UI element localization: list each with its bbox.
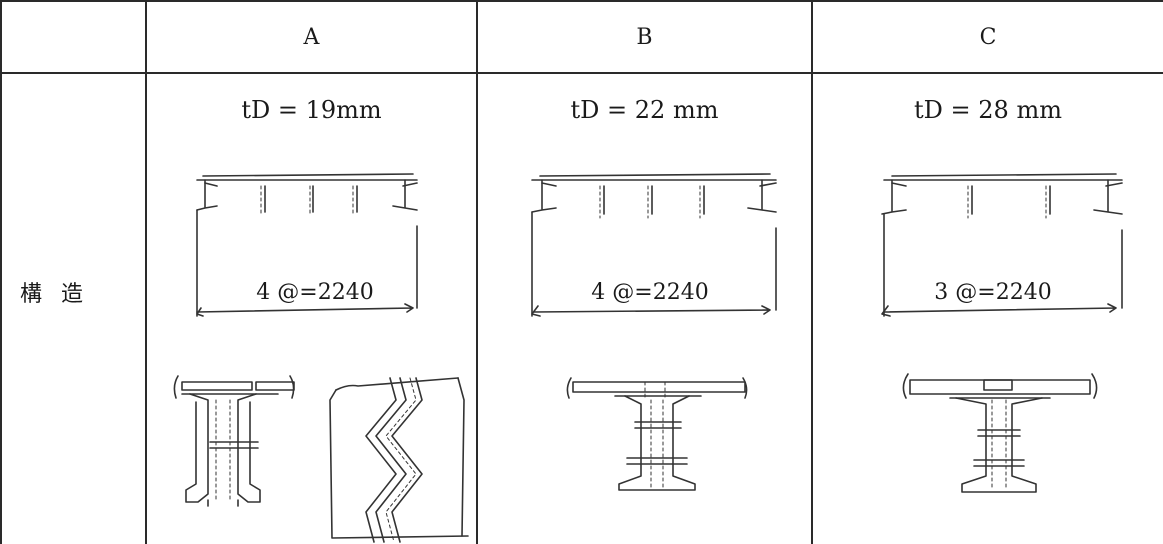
column-header-a: A xyxy=(303,25,320,50)
deck-cross-section-c xyxy=(881,173,1123,317)
thickness-label-b: tD = 22 mm xyxy=(570,96,719,124)
column-divider-1 xyxy=(145,0,147,544)
thickness-label-a: tD = 19mm xyxy=(241,96,382,124)
column-divider-3 xyxy=(811,0,813,544)
column-header-c: C xyxy=(979,25,997,50)
rib-joint-detail-b xyxy=(566,377,748,491)
rib-joint-detail-a xyxy=(173,375,295,507)
column-header-b: B xyxy=(636,25,653,50)
rib-plan-detail-a xyxy=(329,377,469,543)
column-divider-2 xyxy=(476,0,478,544)
row-label-structure: 構 造 xyxy=(20,282,89,307)
rib-spacing-label-c: 3 @=2240 xyxy=(934,280,1052,305)
table-border-top xyxy=(0,0,1163,2)
rib-spacing-label-b: 4 @=2240 xyxy=(591,280,709,305)
deck-cross-section-a xyxy=(196,173,418,317)
deck-cross-section-b xyxy=(531,173,777,317)
table-border-left xyxy=(0,0,2,544)
thickness-label-c: tD = 28 mm xyxy=(914,96,1062,124)
rib-joint-detail-c xyxy=(902,373,1098,493)
header-divider xyxy=(0,72,1163,74)
rib-spacing-label-a: 4 @=2240 xyxy=(256,280,374,305)
